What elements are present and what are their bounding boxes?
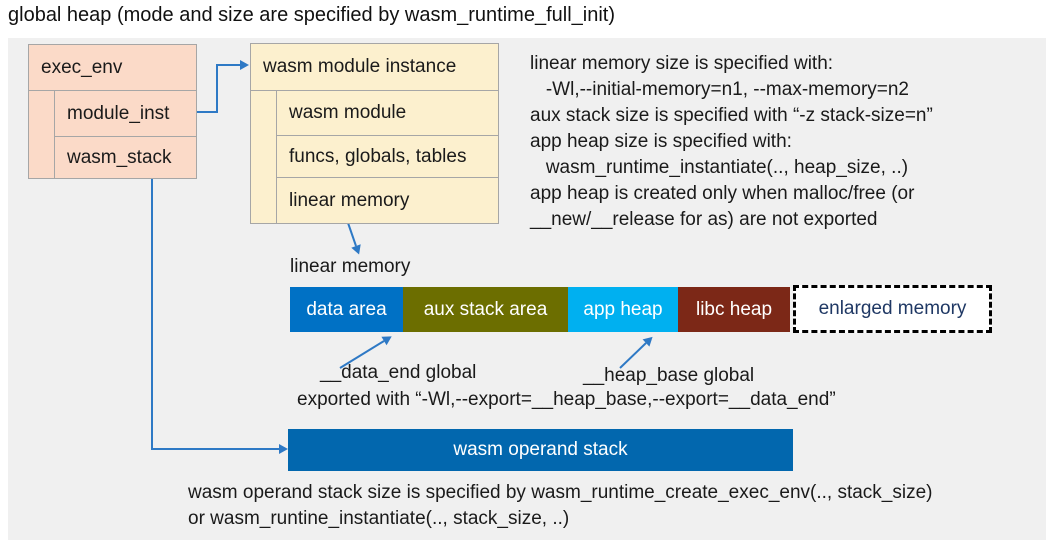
- linear-memory-label: linear memory: [290, 256, 411, 277]
- segment-aux-stack-area: aux stack area: [403, 287, 568, 332]
- note-line: wasm_runtime_instantiate(.., heap_size, …: [530, 157, 909, 178]
- operand-stack-note-line2: or wasm_runtine_instantiate(.., stack_si…: [188, 508, 570, 529]
- module-instance-box: wasm module instance wasm module funcs, …: [250, 43, 499, 224]
- module-instance-header: wasm module instance: [251, 44, 498, 91]
- wasm-operand-stack-bar: wasm operand stack: [288, 429, 793, 471]
- data-end-global-label: __data_end global: [320, 362, 477, 383]
- note-line: -Wl,--initial-memory=n1, --max-memory=n2: [530, 79, 909, 100]
- operand-stack-note: wasm operand stack size is specified by …: [188, 480, 933, 532]
- size-notes: linear memory size is specified with: -W…: [530, 51, 933, 233]
- note-line: app heap size is specified with:: [530, 131, 792, 152]
- operand-stack-note-line1: wasm operand stack size is specified by …: [188, 482, 933, 503]
- segment-enlarged-memory: enlarged memory: [793, 285, 992, 333]
- note-line: linear memory size is specified with:: [530, 53, 834, 74]
- exec-env-box: exec_env module_inst wasm_stack: [28, 44, 197, 179]
- module-instance-row-funcs-globals-tables: funcs, globals, tables: [276, 136, 498, 178]
- note-line: app heap is created only when malloc/fre…: [530, 183, 915, 204]
- exec-env-row-wasm-stack: wasm_stack: [54, 137, 196, 179]
- segment-data-area: data area: [290, 287, 403, 332]
- module-instance-row-wasm-module: wasm module: [276, 91, 498, 136]
- module-instance-row-linear-memory: linear memory: [276, 178, 498, 224]
- exec-env-header: exec_env: [29, 45, 196, 91]
- exec-env-row-module-inst: module_inst: [54, 91, 196, 137]
- diagram-title: global heap (mode and size are specified…: [8, 4, 615, 26]
- segment-libc-heap: libc heap: [678, 287, 790, 332]
- heap-base-global-label: __heap_base global: [583, 365, 755, 386]
- linear-memory-bar: data area aux stack area app heap libc h…: [290, 287, 790, 332]
- segment-app-heap: app heap: [568, 287, 678, 332]
- exported-with-label: exported with “-Wl,--export=__heap_base,…: [297, 389, 836, 410]
- note-line: __new/__release for as) are not exported: [530, 209, 878, 230]
- note-line: aux stack size is specified with “-z sta…: [530, 105, 933, 126]
